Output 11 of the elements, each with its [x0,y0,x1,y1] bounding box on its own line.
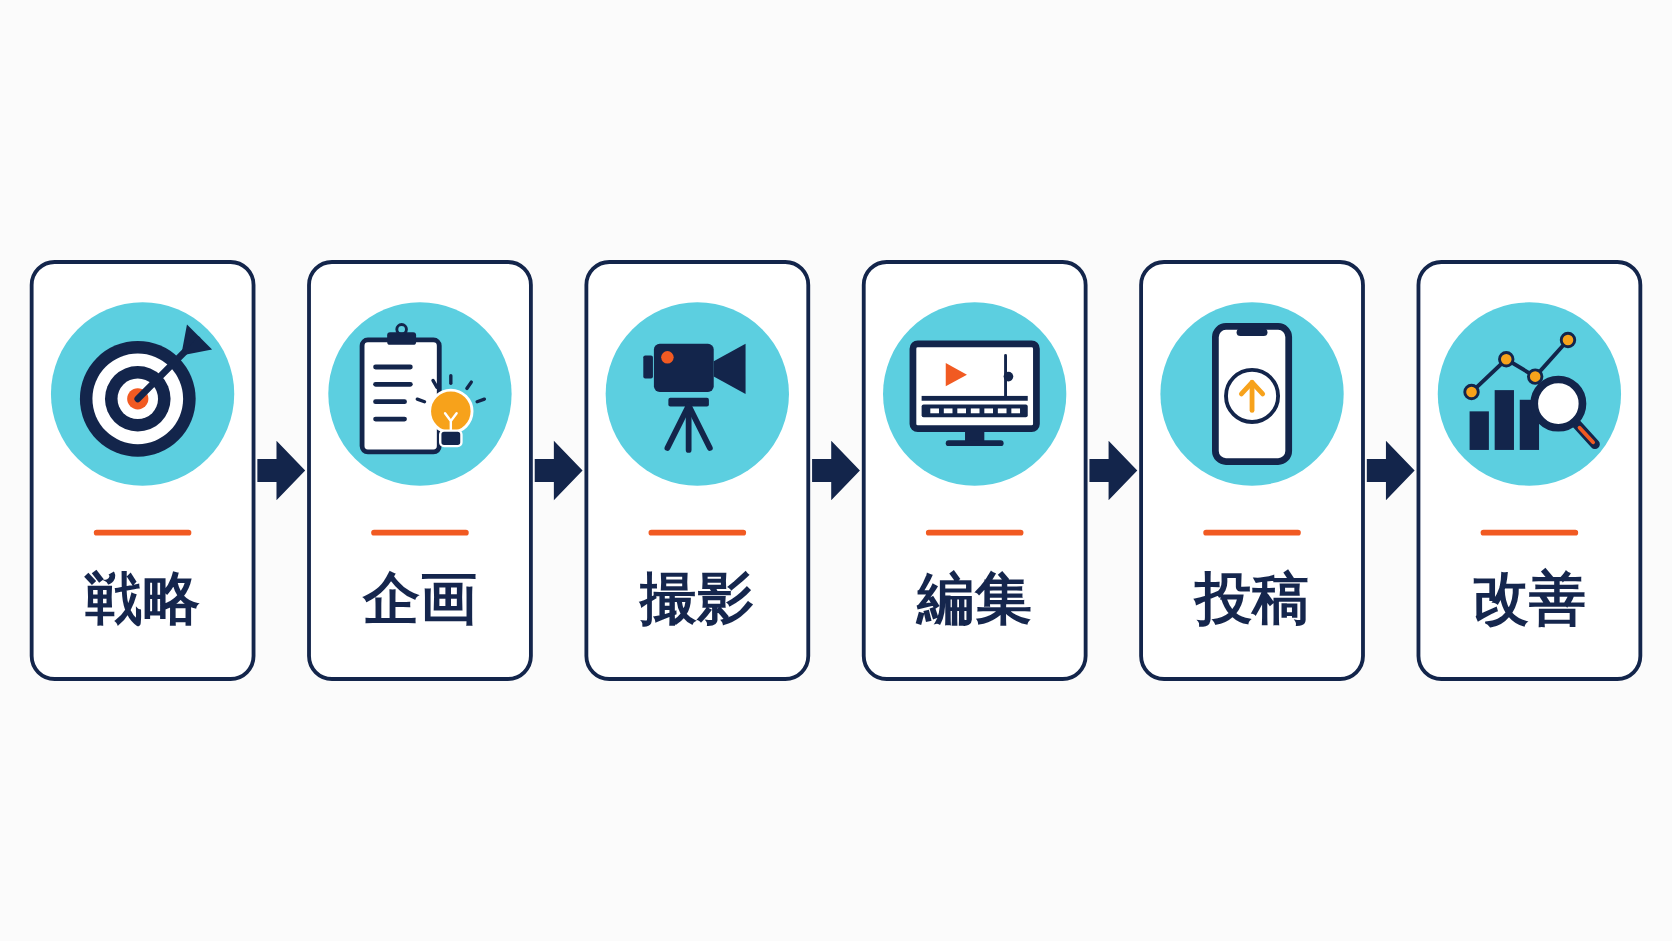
step-title: 戦略 [85,563,200,633]
arrow [534,440,583,501]
arrow [257,440,306,501]
arrow [812,440,860,501]
step-title: 改善 [1472,563,1587,633]
arrow [1089,440,1138,501]
step-title: 撮影 [639,563,755,633]
step-title: 企画 [362,563,478,633]
step-title: 投稿 [1194,563,1310,633]
step-title: 編集 [917,563,1033,633]
arrow [1366,440,1415,501]
